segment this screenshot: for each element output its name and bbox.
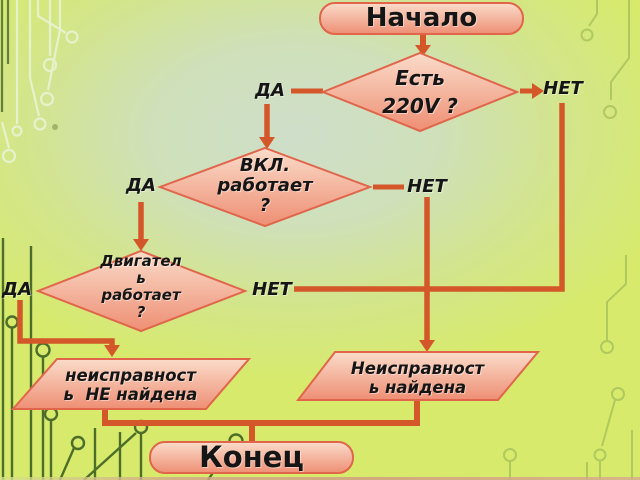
arrowhead-into-found <box>419 340 435 352</box>
edge-merge-to-end <box>102 399 420 426</box>
decision-power-label: Есть 220V ? <box>382 66 458 118</box>
edge-yes3-elbow <box>17 300 115 346</box>
start-label: Начало <box>365 2 478 33</box>
arrowheads <box>104 45 544 357</box>
decision-switch-label: ВКЛ. работает ? <box>217 155 313 216</box>
edge-label-no-1: НЕТ <box>543 78 583 99</box>
arrowhead-no1-right <box>532 83 544 99</box>
edge-label-no-3: НЕТ <box>252 279 292 300</box>
decision-switch-shape <box>157 146 373 228</box>
start-terminator-shape <box>319 2 524 35</box>
edge-no1-no3-elbow <box>294 103 565 292</box>
decision-motor-shape <box>35 249 248 333</box>
arrowhead-into-notfound <box>104 345 120 357</box>
circuit-decoration-top-left <box>0 0 79 164</box>
result-found-shape <box>295 351 541 401</box>
circuit-decoration-bottom-left <box>1 238 244 480</box>
end-label: Конец <box>199 440 304 474</box>
arrowhead-into-switch <box>259 137 275 149</box>
end-terminator-shape <box>149 441 354 474</box>
connectors <box>17 34 565 443</box>
decision-power-shape <box>320 51 520 133</box>
decision-motor-label: Двигател ь работает ? <box>100 252 182 321</box>
edge-label-yes-3: ДА <box>2 279 32 300</box>
edge-label-yes-2: ДА <box>126 175 156 196</box>
circuit-decoration-right <box>503 0 633 480</box>
edge-label-no-2: НЕТ <box>407 176 447 197</box>
arrowhead-into-motor <box>133 239 149 251</box>
result-not-found-label: неисправност ь НЕ найдена <box>63 366 198 404</box>
edge-label-yes-1: ДА <box>255 80 285 101</box>
bottom-edge-strip <box>0 477 640 480</box>
result-not-found-shape <box>10 358 252 410</box>
result-found-label: Неисправност ь найдена <box>350 359 485 397</box>
shapes <box>10 2 541 474</box>
arrowhead-into-power <box>415 45 431 56</box>
